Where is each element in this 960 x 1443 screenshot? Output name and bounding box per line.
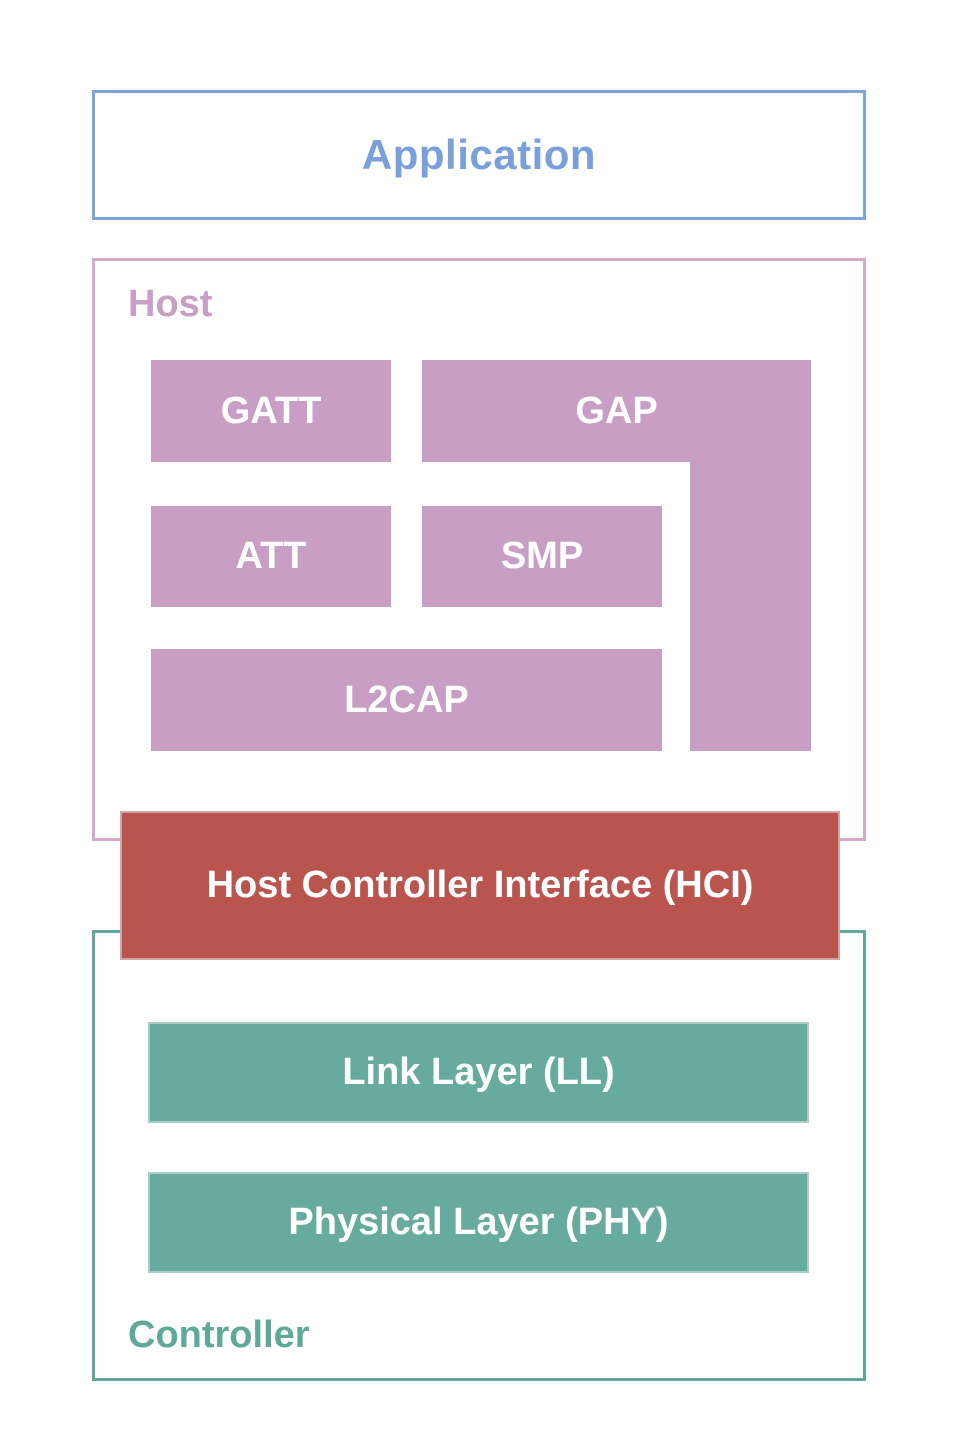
physical-layer-label: Physical Layer (PHY) — [288, 1201, 669, 1243]
gatt-block: GATT — [151, 360, 391, 462]
gap-block: GAP — [422, 360, 811, 462]
physical-layer-block: Physical Layer (PHY) — [148, 1172, 809, 1273]
host-label: Host — [128, 283, 213, 325]
link-layer-block: Link Layer (LL) — [148, 1022, 809, 1123]
att-block: ATT — [151, 506, 391, 607]
smp-block: SMP — [422, 506, 662, 607]
application-box: Application — [92, 90, 866, 220]
controller-label: Controller — [128, 1314, 310, 1356]
gap-label: GAP — [575, 389, 658, 432]
hci-block: Host Controller Interface (HCI) — [120, 811, 840, 960]
gap-extension — [690, 460, 811, 751]
att-label: ATT — [235, 535, 307, 577]
l2cap-label: L2CAP — [344, 678, 469, 721]
application-label: Application — [361, 131, 597, 178]
link-layer-label: Link Layer (LL) — [342, 1051, 615, 1093]
smp-label: SMP — [500, 535, 584, 577]
gatt-label: GATT — [220, 389, 322, 432]
hci-label: Host Controller Interface (HCI) — [206, 864, 754, 906]
l2cap-block: L2CAP — [151, 649, 662, 751]
